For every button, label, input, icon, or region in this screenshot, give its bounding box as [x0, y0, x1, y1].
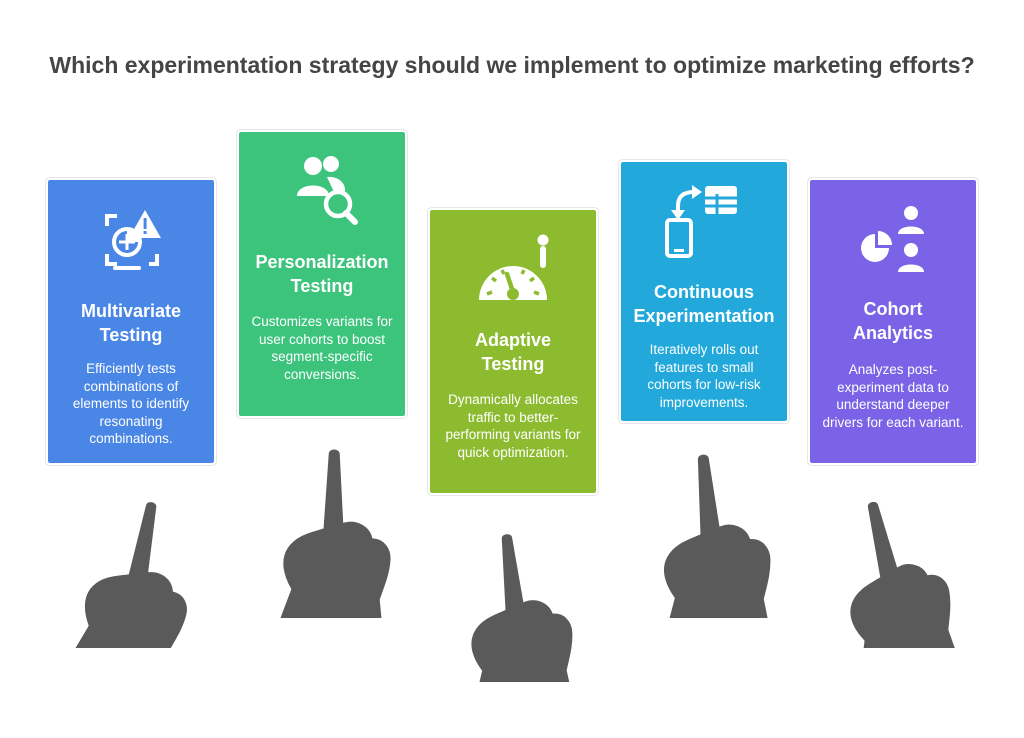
- pointing-hand-icon: [654, 449, 777, 618]
- card-cohort-analytics: Cohort Analytics Analyzes post-experimen…: [808, 178, 978, 465]
- card-description: Dynamically allocates traffic to better-…: [445, 392, 581, 460]
- card-description: Efficiently tests combinations of elemen…: [72, 361, 190, 446]
- card-title-line2: Testing: [99, 325, 163, 345]
- card-title-line1: Cohort: [863, 299, 923, 319]
- users-search-icon: [239, 152, 405, 228]
- card-title-line2: Testing: [290, 276, 354, 296]
- gauge-icon: [430, 232, 596, 308]
- pointing-hand-icon: [65, 488, 205, 648]
- card-title-line2: Testing: [481, 354, 545, 374]
- card-title-line2: Experimentation: [633, 306, 775, 326]
- pointing-hand-icon: [826, 488, 965, 648]
- card-title-line1: Multivariate: [80, 301, 182, 321]
- pointing-hand-icon: [460, 528, 579, 682]
- target-warning-icon: [48, 204, 214, 274]
- card-description: Customizes variants for user cohorts to …: [251, 314, 393, 382]
- card-multivariate-testing: Multivariate Testing Efficiently tests c…: [46, 178, 216, 465]
- mobile-table-icon: [621, 182, 787, 258]
- card-title-line1: Continuous: [654, 282, 754, 302]
- card-title-line1: Personalization: [255, 252, 389, 272]
- card-adaptive-testing: Adaptive Testing Dynamically allocates t…: [428, 208, 598, 495]
- card-personalization-testing: Personalization Testing Customizes varia…: [237, 130, 407, 418]
- pie-users-icon: [810, 204, 976, 280]
- page-title: Which experimentation strategy should we…: [49, 52, 975, 78]
- card-description: Analyzes post-experiment data to underst…: [822, 362, 964, 430]
- card-title-line1: Adaptive: [474, 330, 552, 350]
- card-continuous-experimentation: Continuous Experimentation Iteratively r…: [619, 160, 789, 423]
- card-title-line2: Analytics: [852, 323, 934, 343]
- card-description: Iteratively rolls out features to small …: [647, 342, 761, 410]
- pointing-hand-icon: [273, 443, 402, 618]
